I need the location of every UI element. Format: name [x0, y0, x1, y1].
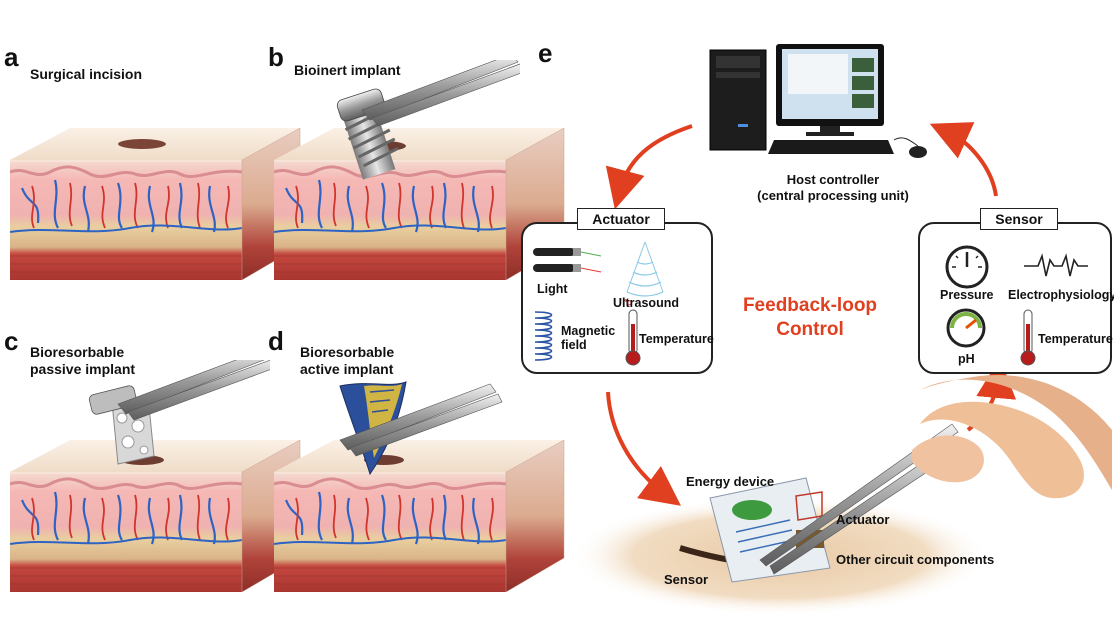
- ultrasound-icon: [626, 241, 664, 297]
- panel-letter-c: c: [4, 326, 19, 356]
- sensor-box: Pressure Electrophysiology pH Temperatur…: [918, 222, 1114, 374]
- arrow-actuator-to-device: [606, 391, 682, 506]
- panel-title-a: Surgical incision: [30, 66, 142, 83]
- feedback-line1: Feedback-loop: [742, 295, 878, 316]
- sensor-title: Sensor: [980, 208, 1058, 230]
- host-controller-label: Host controller (central processing unit…: [748, 172, 918, 203]
- feedback-loop-title: Feedback-loop Control: [730, 294, 890, 342]
- celsius-unit: °c: [624, 298, 632, 307]
- actuator-temperature-label: Temperature: [639, 332, 714, 346]
- host-line1: Host controller: [786, 172, 880, 187]
- tissue-block-incision: [10, 128, 302, 282]
- panel-letter-b: b: [268, 42, 284, 72]
- arrow-host-to-actuator: [605, 124, 693, 210]
- panel-letter-d: d: [268, 326, 284, 356]
- panel-title-b: Bioinert implant: [294, 62, 401, 79]
- sensor-temperature-label: Temperature: [1038, 332, 1113, 346]
- other-circuit-label: Other circuit components: [836, 552, 995, 567]
- pressure-label: Pressure: [940, 288, 994, 302]
- ph-meter-icon: [946, 308, 986, 348]
- light-label: Light: [537, 282, 568, 296]
- panel-title-d: Bioresorbable active implant: [300, 344, 394, 378]
- host-line2: (central processing unit): [757, 187, 909, 203]
- arrow-sensor-to-host: [929, 122, 998, 197]
- feedback-line2: Control: [776, 318, 844, 340]
- magnetic-coil-icon: [534, 311, 553, 361]
- pressure-gauge-icon: [945, 245, 989, 289]
- device-actuator-label: Actuator: [836, 512, 890, 527]
- panel-title-c-line1: Bioresorbable: [30, 344, 125, 360]
- light-fiber-icon: [533, 248, 602, 273]
- bioinert-screw-implant: [336, 60, 520, 180]
- panel-title-d-line1: Bioresorbable: [300, 344, 395, 360]
- panel-title-b-line: Bioinert implant: [294, 62, 401, 78]
- energy-device-label: Energy device: [686, 474, 775, 489]
- panel-letter-a: a: [4, 42, 19, 72]
- panel-title-c: Bioresorbable passive implant: [30, 344, 135, 378]
- host-computer-icon: [709, 44, 927, 158]
- actuator-title: Actuator: [577, 208, 665, 230]
- bioresorbable-passive-implant: [88, 360, 270, 465]
- panel-letter-e: e: [538, 38, 553, 68]
- magnetic-field-label: Magnetic field: [561, 324, 615, 353]
- electrophysiology-wave-icon: [1024, 253, 1088, 277]
- panel-title-c-line2: passive implant: [30, 360, 136, 377]
- incision-cut: [118, 139, 166, 149]
- electrophysiology-label: Electrophysiology: [1008, 288, 1114, 302]
- bioresorbable-active-implant: [339, 381, 503, 476]
- device-sensor-label: Sensor: [664, 572, 709, 587]
- sensor-thermometer-icon: [1020, 309, 1036, 366]
- actuator-box: Light Ultrasound Magnetic field °c Tempe…: [521, 222, 714, 374]
- magnetic-line2: field: [561, 338, 587, 353]
- implanted-device-scene: [570, 374, 1112, 616]
- ultrasound-label: Ultrasound: [613, 296, 679, 310]
- panel-title-d-line2: active implant: [300, 360, 394, 377]
- magnetic-line1: Magnetic: [561, 324, 616, 338]
- panel-title-a-line: Surgical incision: [30, 66, 143, 82]
- ph-label: pH: [958, 352, 975, 366]
- thermometer-icon: [625, 309, 641, 366]
